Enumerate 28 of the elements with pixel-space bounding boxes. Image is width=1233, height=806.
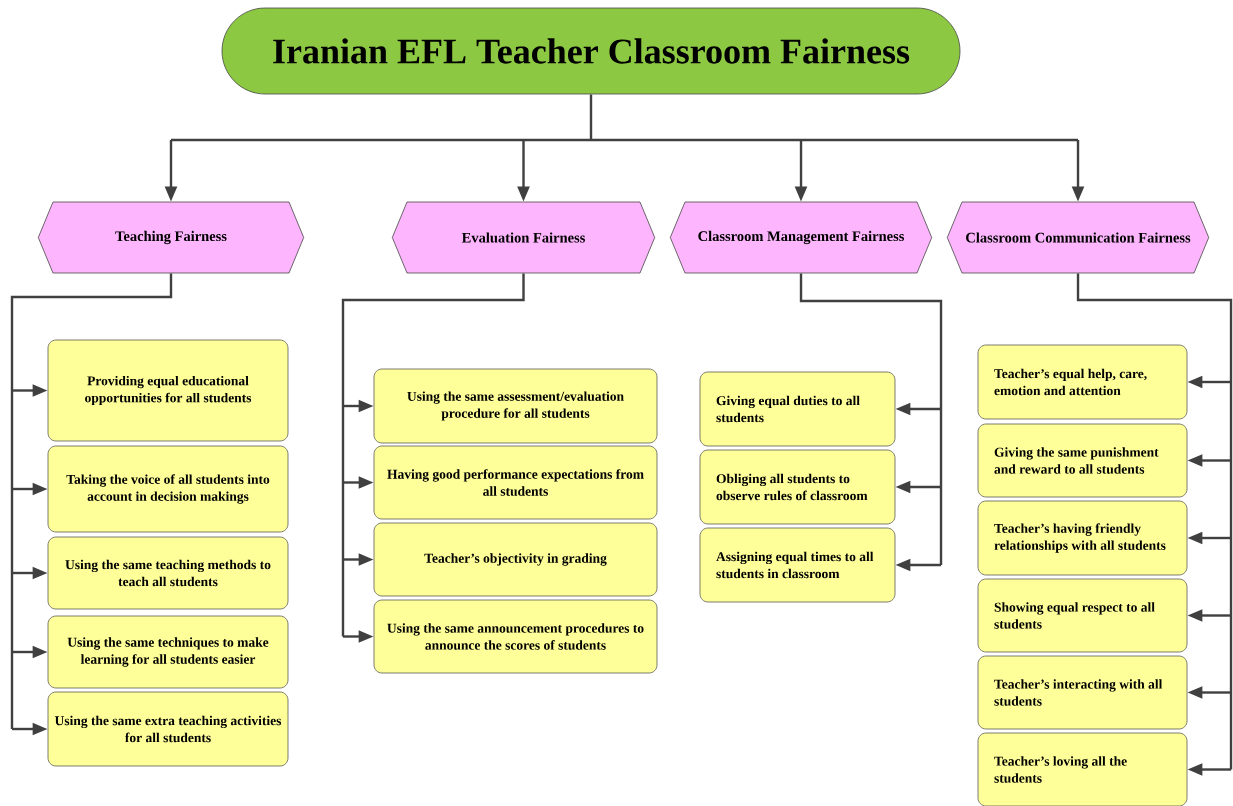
- connector-line: [10, 273, 173, 729]
- category-hexagon: Evaluation Fairness: [391, 201, 656, 274]
- item-box: Teacher’s objectivity in grading: [373, 522, 658, 597]
- item-box: Using the same teaching methods to teach all students: [47, 536, 289, 610]
- item-box: Taking the voice of all students into account in decision makings: [47, 445, 289, 533]
- item-box: Using the same techniques to make learning for all students easier: [47, 615, 289, 689]
- title-pill: Iranian EFL Teacher Classroom Fairness: [221, 7, 961, 95]
- item-box: Using the same extra teaching activities for all students: [47, 691, 289, 767]
- item-box: Assigning equal times to all students in classroom: [699, 527, 896, 603]
- item-box: Showing equal respect to all students: [977, 578, 1188, 653]
- item-box: Using the same assessment/evaluation procedure for all students: [373, 368, 658, 444]
- category-hexagon: Classroom Management Fairness: [669, 201, 933, 274]
- item-box: Giving equal duties to all students: [699, 371, 896, 447]
- item-box: Using the same announcement procedures to announce the scores of students: [373, 599, 658, 674]
- connector-line: [799, 273, 943, 565]
- connector-line: [341, 273, 525, 637]
- item-box: Teacher’s equal help, care, emotion and attention: [977, 344, 1188, 420]
- category-hexagon: Classroom Communication Fairness: [946, 201, 1210, 274]
- item-box: Having good performance expectations from all students: [373, 445, 658, 520]
- item-box: Teacher’s interacting with all students: [977, 655, 1188, 730]
- item-box: Providing equal educational opportunities for all students: [47, 339, 289, 442]
- connector-line: [1076, 273, 1233, 770]
- item-box: Obliging all students to observe rules of classroom: [699, 449, 896, 525]
- item-box: Teacher’s having friendly relationships with all students: [977, 500, 1188, 576]
- item-box: Teacher’s loving all the students: [977, 732, 1188, 806]
- category-hexagon: Teaching Fairness: [37, 201, 305, 274]
- item-box: Giving the same punishment and reward to all students: [977, 423, 1188, 498]
- connector-line: [169, 93, 1080, 142]
